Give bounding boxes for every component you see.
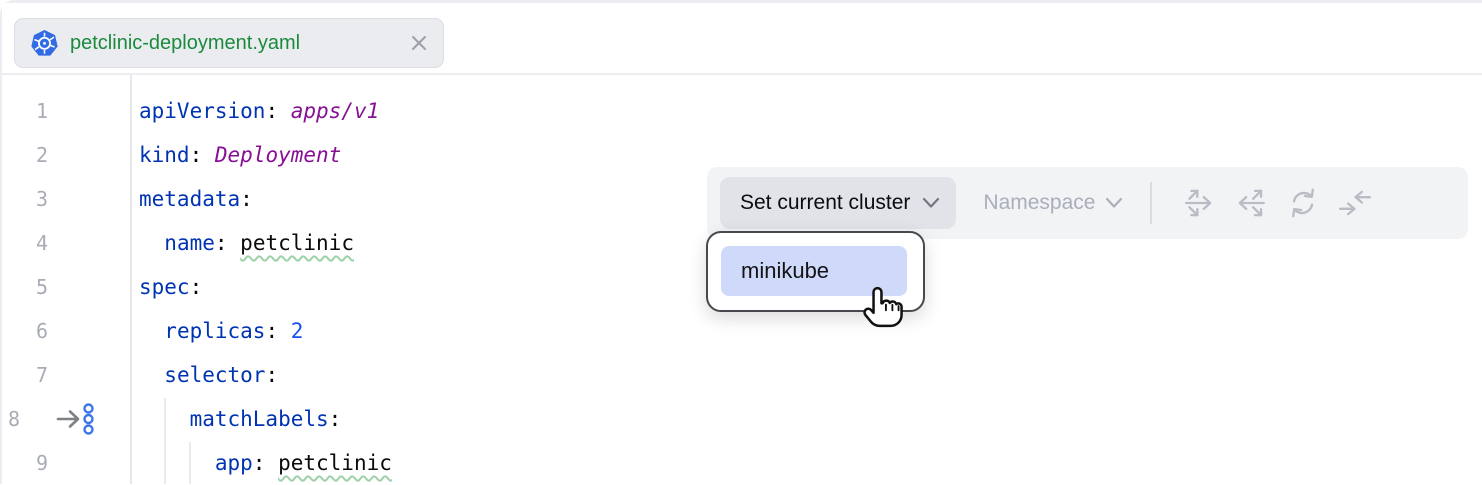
gutter-line-number: 5 <box>35 275 48 299</box>
gutter-line-number: 9 <box>35 451 48 475</box>
deploy-to-cluster-icon[interactable] <box>1173 177 1225 229</box>
cluster-option-minikube[interactable]: minikube <box>721 246 907 296</box>
gutter-line-number: 8 <box>8 407 21 431</box>
refresh-icon[interactable] <box>1277 177 1329 229</box>
floating-toolbar: Set current cluster Namespace <box>707 167 1468 239</box>
toolbar-divider <box>1150 182 1153 224</box>
gutter-line-number: 1 <box>35 99 48 123</box>
set-current-cluster-label: Set current cluster <box>740 191 911 214</box>
code-line[interactable]: metadata: <box>139 187 253 211</box>
tab-petclinic-deployment-yaml[interactable]: petclinic-deployment.yaml <box>14 18 444 68</box>
code-line[interactable]: selector: <box>164 363 279 387</box>
get-from-cluster-icon[interactable] <box>1225 177 1277 229</box>
close-icon[interactable] <box>409 33 429 53</box>
gutter-line-number: 6 <box>35 319 48 343</box>
gutter-line-number: 4 <box>35 231 48 255</box>
navigate-to-related-icon[interactable] <box>55 402 103 441</box>
chevron-down-icon <box>1106 197 1123 208</box>
compare-with-cluster-icon[interactable] <box>1329 177 1381 229</box>
tab-title: petclinic-deployment.yaml <box>70 31 301 54</box>
chevron-down-icon <box>923 197 940 208</box>
gutter-separator <box>130 75 132 484</box>
code-line[interactable]: replicas: 2 <box>164 319 304 343</box>
indent-guide <box>164 398 166 484</box>
set-current-cluster-button[interactable]: Set current cluster <box>720 177 957 229</box>
namespace-label: Namespace <box>983 191 1096 214</box>
indent-guide <box>189 442 191 484</box>
code-line[interactable]: matchLabels: <box>189 407 342 431</box>
code-line[interactable]: app: petclinic <box>214 451 392 475</box>
code-line[interactable]: apiVersion: apps/v1 <box>139 99 380 123</box>
gutter-line-number: 7 <box>35 363 48 387</box>
code-line[interactable]: kind: Deployment <box>139 143 342 167</box>
cluster-popup: minikube <box>706 231 925 312</box>
tab-bar-divider <box>2 73 1482 75</box>
gutter-line-number: 3 <box>35 187 48 211</box>
gutter-line-number: 2 <box>35 143 48 167</box>
code-line[interactable]: spec: <box>139 275 203 299</box>
namespace-button[interactable]: Namespace <box>983 191 1123 215</box>
kubernetes-icon <box>30 29 59 58</box>
editor-tab-bar: petclinic-deployment.yaml <box>2 3 1482 73</box>
code-line[interactable]: name: petclinic <box>164 231 354 255</box>
